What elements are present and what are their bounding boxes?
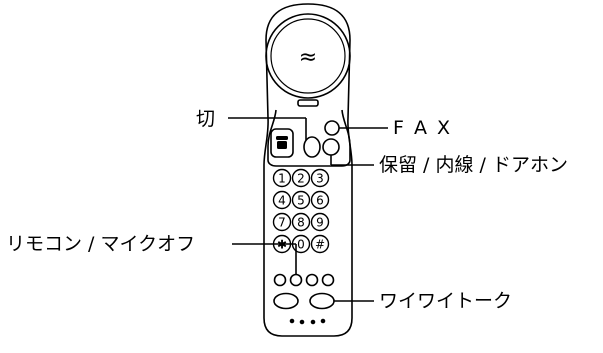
keypad-key-11[interactable] [291, 234, 311, 254]
off-label: 切 [196, 108, 216, 130]
keypad-key-1[interactable] [272, 168, 292, 188]
keypad-key-2[interactable] [291, 168, 311, 188]
waiwai-button[interactable] [309, 292, 335, 310]
handset-body [263, 3, 353, 337]
remote-mic-off-label: リモコン / マイクオフ [6, 233, 196, 255]
keypad-key-6[interactable] [310, 190, 330, 210]
keypad-key-10[interactable] [272, 234, 292, 254]
keypad-key-label: 4 [278, 194, 286, 208]
keypad-key-label: 2 [297, 172, 305, 186]
small-key-1[interactable] [273, 273, 287, 287]
keypad-key-label: 3 [316, 172, 324, 186]
keypad-key-label: 5 [297, 194, 305, 208]
waiwai-talk-label: ワイワイトーク [379, 290, 513, 312]
keypad-key-12[interactable] [310, 234, 330, 254]
keypad-key-3[interactable] [310, 168, 330, 188]
earpiece [265, 13, 351, 99]
remote-button[interactable] [289, 273, 303, 287]
speaker-symbol: ≈ [299, 45, 317, 70]
hold-button[interactable] [322, 138, 340, 156]
keypad-key-label: ✱ [277, 238, 287, 252]
speaker-slot [297, 99, 319, 107]
off-button[interactable] [303, 136, 321, 158]
keypad-key-label: 1 [278, 172, 286, 186]
fax-label: F A X [393, 117, 453, 139]
keypad-key-label: 7 [278, 216, 286, 230]
keypad-key-label: # [315, 238, 325, 252]
keypad-key-4[interactable] [272, 190, 292, 210]
keypad-key-label: 6 [316, 194, 324, 208]
keypad-key-label: 8 [297, 216, 305, 230]
fax-button[interactable] [324, 120, 340, 136]
keypad-key-7[interactable] [272, 212, 292, 232]
keypad-key-label: 0 [297, 238, 305, 252]
keypad-key-9[interactable] [310, 212, 330, 232]
bottom-left-button[interactable] [273, 292, 299, 310]
small-key-3[interactable] [305, 273, 319, 287]
keypad-key-8[interactable] [291, 212, 311, 232]
handset-icon [276, 136, 288, 149]
keypad-key-5[interactable] [291, 190, 311, 210]
face-panel [267, 109, 351, 167]
talk-button[interactable] [270, 128, 294, 158]
small-key-4[interactable] [321, 273, 335, 287]
keypad-key-label: 9 [316, 216, 324, 230]
hold-intercom-doorphone-label: 保留 / 内線 / ドアホン [379, 154, 568, 176]
